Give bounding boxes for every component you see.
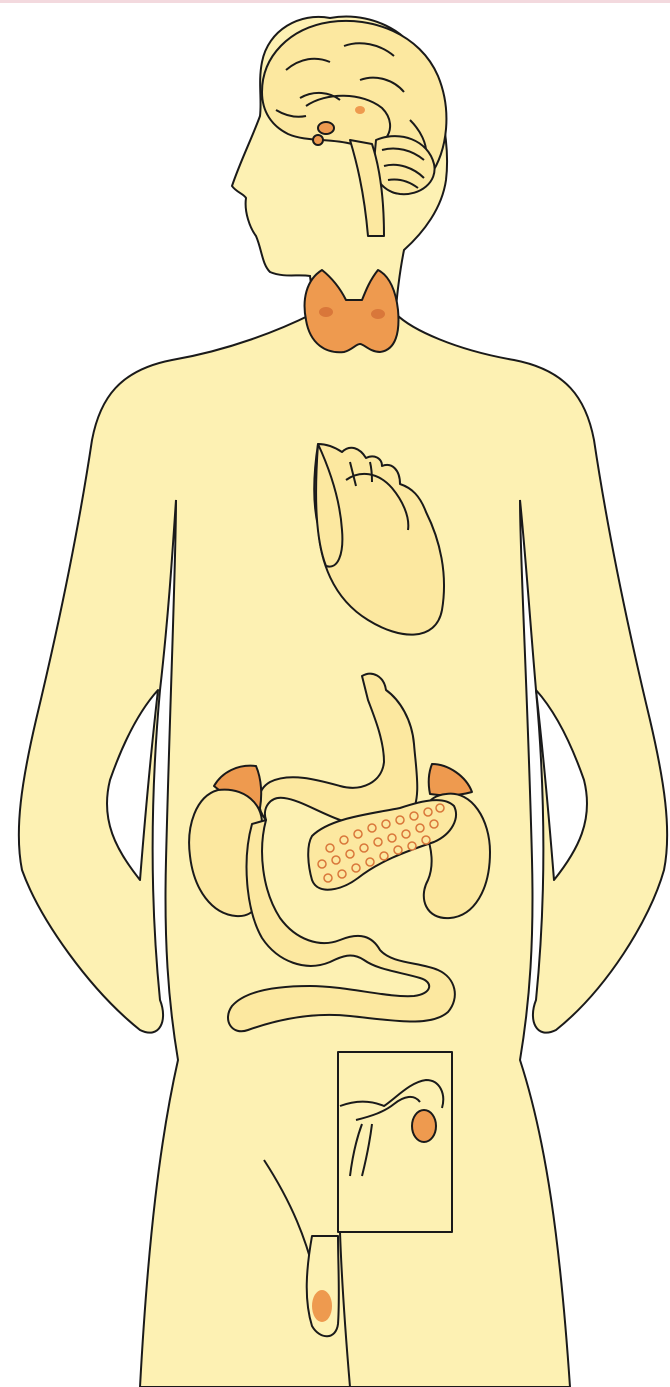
testis xyxy=(307,1236,339,1336)
thyroid-spot-right xyxy=(371,309,385,319)
thyroid-spot-left xyxy=(319,307,333,317)
ovaries-inset xyxy=(338,1052,452,1232)
